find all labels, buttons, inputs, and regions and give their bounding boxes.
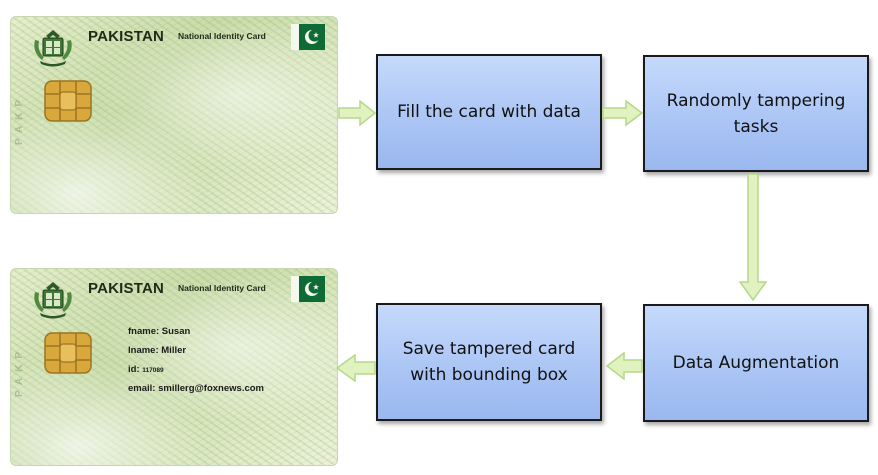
field-value: Miller xyxy=(161,345,187,356)
pakistan-flag-icon xyxy=(291,24,325,50)
card-subtitle: National Identity Card xyxy=(178,283,266,293)
id-card-tampered: PAKISTAN National Identity Card PAKP fna… xyxy=(10,268,338,466)
arrow-left-icon xyxy=(605,351,643,381)
smart-chip-icon xyxy=(44,332,92,374)
id-card-blank: PAKISTAN National Identity Card PAKP xyxy=(10,16,338,214)
step-random-tampering: Randomly tampering tasks xyxy=(643,55,869,172)
step-data-augmentation: Data Augmentation xyxy=(643,304,869,422)
card-country-name: PAKISTAN xyxy=(88,28,165,45)
state-emblem-icon xyxy=(34,282,72,319)
arrow-right-icon xyxy=(602,99,644,127)
field-label: lname: xyxy=(128,345,159,356)
field-label: id: xyxy=(128,364,140,375)
arrow-down-icon xyxy=(738,173,768,302)
field-value: smillerg@foxnews.com xyxy=(158,383,264,394)
card-country-name: PAKISTAN xyxy=(88,280,165,297)
card-fields: fname: Susan lname: Miller id: 117089 em… xyxy=(128,322,264,398)
card-field-fname: fname: Susan xyxy=(128,322,264,341)
arrow-right-icon xyxy=(338,99,377,127)
card-side-text: PAKP xyxy=(14,346,25,398)
smart-chip-icon xyxy=(44,80,92,122)
card-field-email: email: smillerg@foxnews.com xyxy=(128,379,264,398)
state-emblem-icon xyxy=(34,30,72,67)
card-side-text: PAKP xyxy=(14,94,25,146)
pakistan-flag-icon xyxy=(291,276,325,302)
step-fill-card: Fill the card with data xyxy=(376,54,602,170)
field-value: Susan xyxy=(161,326,191,337)
step-save-tampered-card: Save tampered card with bounding box xyxy=(376,303,602,421)
field-label: email: xyxy=(128,383,156,394)
field-label: fname: xyxy=(128,326,160,337)
card-field-id: id: 117089 xyxy=(128,360,264,379)
card-field-lname: lname: Miller xyxy=(128,341,264,360)
arrow-left-icon xyxy=(335,353,376,383)
field-value: 117089 xyxy=(142,367,164,374)
card-subtitle: National Identity Card xyxy=(178,31,266,41)
